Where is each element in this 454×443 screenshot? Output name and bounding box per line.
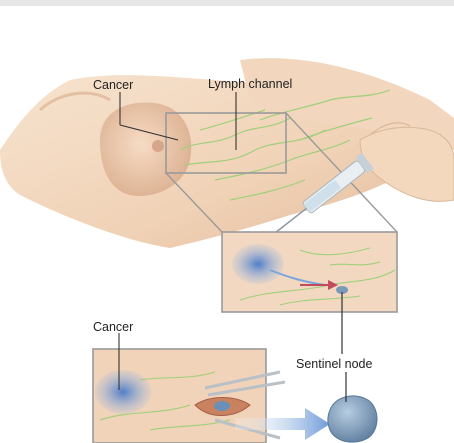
label-sentinel-node: Sentinel node [296, 357, 373, 371]
top-band [0, 0, 454, 6]
label-cancer-bottom: Cancer [93, 320, 133, 334]
inset-middle [222, 232, 397, 312]
label-cancer-top: Cancer [93, 78, 133, 92]
sentinel-node-removed [328, 396, 377, 442]
label-lymph-channel: Lymph channel [208, 77, 292, 91]
nipple [152, 140, 164, 152]
